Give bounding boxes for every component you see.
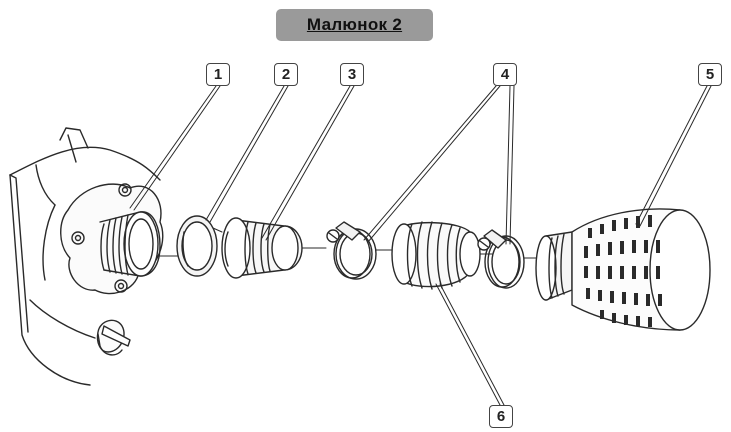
figure-title-badge: Малюнок 2 bbox=[276, 9, 433, 41]
callout-3: 3 bbox=[340, 63, 364, 86]
hose-adapter bbox=[222, 218, 326, 278]
pump-housing bbox=[10, 128, 182, 385]
callout-4: 4 bbox=[493, 63, 517, 86]
callout-5: 5 bbox=[698, 63, 722, 86]
callout-6: 6 bbox=[489, 405, 513, 428]
suction-hose bbox=[392, 222, 492, 289]
figure-title: Малюнок 2 bbox=[306, 15, 403, 34]
sealing-washer bbox=[177, 216, 222, 276]
callout-1: 1 bbox=[206, 63, 230, 86]
leader-lines bbox=[130, 86, 711, 405]
suction-strainer bbox=[536, 209, 710, 330]
callout-2: 2 bbox=[274, 63, 298, 86]
hose-clamp-left bbox=[327, 222, 396, 279]
hose-clamp-right bbox=[478, 230, 540, 288]
